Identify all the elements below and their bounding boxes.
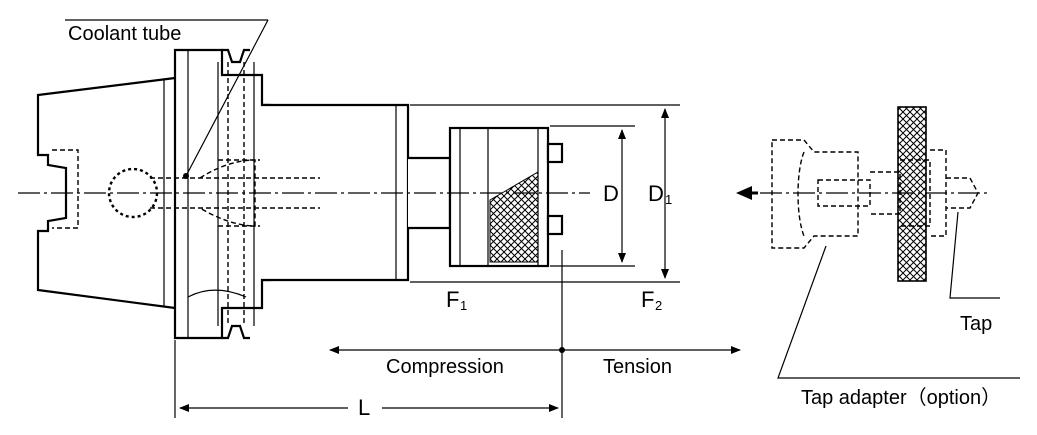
svg-text:1: 1 (665, 192, 672, 207)
svg-text:F: F (446, 287, 459, 312)
svg-text:2: 2 (655, 298, 662, 313)
f1-label: F 1 (446, 287, 467, 313)
svg-text:F: F (641, 287, 654, 312)
diameter-dimensions (410, 104, 680, 283)
tension-label: Tension (603, 356, 672, 378)
d1-label: D 1 (648, 181, 672, 207)
tap-adapter (736, 106, 1020, 379)
coolant-tube-leader (65, 19, 269, 179)
svg-text:D: D (648, 181, 664, 206)
compression-label: Compression (386, 356, 504, 378)
length-label: L (358, 395, 370, 420)
f2-label: F 2 (641, 287, 662, 313)
svg-text:1: 1 (460, 298, 467, 313)
stroke-dimensions (174, 250, 741, 418)
coolant-tube-label: Coolant tube (68, 23, 181, 45)
holder-body (36, 48, 564, 340)
tap-label: Tap (960, 313, 992, 335)
tap-adapter-label: Tap adapter（option） (801, 386, 1001, 409)
internal-hidden-lines (52, 62, 320, 326)
d-label: D (603, 181, 619, 206)
